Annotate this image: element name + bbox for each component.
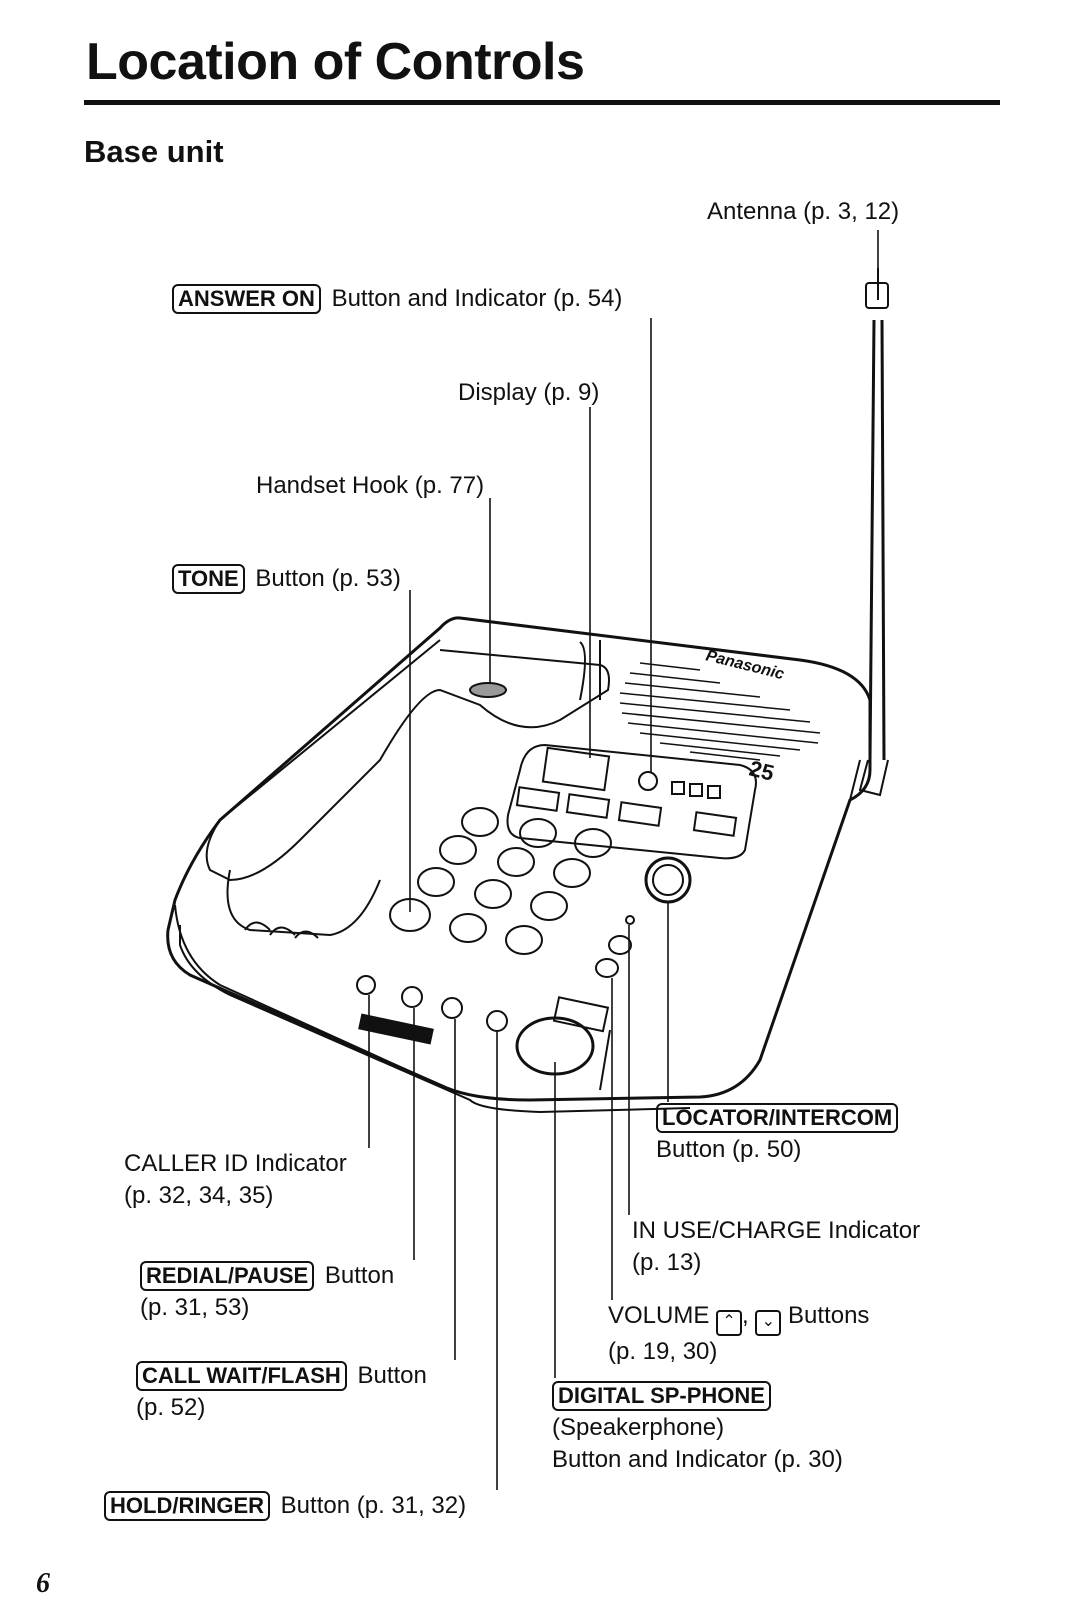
leader-lines [368, 230, 879, 1490]
label-caller-id: CALLER ID Indicator (p. 32, 34, 35) [124, 1148, 347, 1212]
tone-desc: Button (p. 53) [255, 565, 401, 592]
digital-sp-phone-line2: (Speakerphone) [552, 1414, 725, 1441]
label-in-use-charge: IN USE/CHARGE Indicator (p. 13) [632, 1215, 920, 1279]
caller-id-line1: CALLER ID Indicator [124, 1150, 347, 1177]
call-wait-flash-key[interactable]: CALL WAIT/FLASH [136, 1361, 347, 1391]
locator-intercom-desc: Button (p. 50) [656, 1136, 802, 1163]
locator-button-shape [644, 856, 692, 904]
digital-sp-phone-key[interactable]: DIGITAL SP-PHONE [552, 1381, 771, 1411]
redial-pause-key[interactable]: REDIAL/PAUSE [140, 1261, 315, 1291]
control-panel [506, 743, 757, 860]
answer-on-desc: Button and Indicator (p. 54) [331, 285, 623, 312]
label-tone: TONE Button (p. 53) [172, 563, 401, 595]
label-volume: VOLUME ⌃, ⌄ Buttons (p. 19, 30) [608, 1300, 869, 1368]
label-redial-pause: REDIAL/PAUSE Button (p. 31, 53) [140, 1260, 394, 1324]
caller-id-line2: (p. 32, 34, 35) [124, 1182, 274, 1209]
display-window [541, 746, 611, 792]
redial-pause-desc: Button [324, 1262, 395, 1289]
section-subtitle: Base unit [84, 134, 224, 169]
handset-hook-tab [469, 682, 507, 698]
speaker-grille [619, 662, 821, 761]
chevron-down-icon[interactable]: ⌄ [755, 1310, 782, 1336]
call-wait-flash-desc: Button [357, 1362, 427, 1389]
title-rule [84, 100, 1000, 105]
in-use-line1: IN USE/CHARGE Indicator [632, 1217, 921, 1244]
hold-ringer-desc: Button (p. 31, 32) [280, 1492, 467, 1519]
call-wait-flash-pages: (p. 52) [136, 1394, 206, 1421]
volume-desc: Buttons [788, 1302, 870, 1329]
answer-on-button-shape [638, 771, 658, 791]
volume-sep: , [742, 1302, 749, 1329]
redial-pause-pages: (p. 31, 53) [140, 1294, 250, 1321]
page-number: 6 [36, 1568, 50, 1599]
hold-ringer-key[interactable]: HOLD/RINGER [104, 1491, 270, 1521]
volume-pages: (p. 19, 30) [608, 1338, 718, 1365]
base-body [166, 616, 872, 1102]
handset-cradle [205, 639, 610, 882]
label-hold-ringer: HOLD/RINGER Button (p. 31, 32) [104, 1490, 466, 1522]
dial-pad [389, 807, 612, 955]
label-call-wait-flash: CALL WAIT/FLASH Button (p. 52) [136, 1360, 427, 1424]
answer-on-key[interactable]: ANSWER ON [172, 284, 321, 314]
label-locator-intercom: LOCATOR/INTERCOM Button (p. 50) [656, 1102, 902, 1166]
chevron-up-icon[interactable]: ⌃ [716, 1310, 743, 1336]
volume-prefix: VOLUME [608, 1302, 710, 1329]
locator-intercom-key[interactable]: LOCATOR/INTERCOM [656, 1103, 899, 1133]
label-answer-on: ANSWER ON Button and Indicator (p. 54) [172, 283, 622, 315]
page-title: Location of Controls [86, 33, 585, 91]
antenna [858, 268, 889, 797]
digital-sp-phone-line3: Button and Indicator (p. 30) [552, 1446, 843, 1473]
label-digital-sp-phone: DIGITAL SP-PHONE (Speakerphone) Button a… [552, 1380, 843, 1476]
label-display: Display (p. 9) [458, 379, 600, 406]
tone-key[interactable]: TONE [172, 564, 245, 594]
in-use-line2: (p. 13) [632, 1249, 702, 1276]
label-antenna: Antenna (p. 3, 12) [707, 198, 900, 225]
label-handset-hook: Handset Hook (p. 77) [256, 472, 485, 499]
